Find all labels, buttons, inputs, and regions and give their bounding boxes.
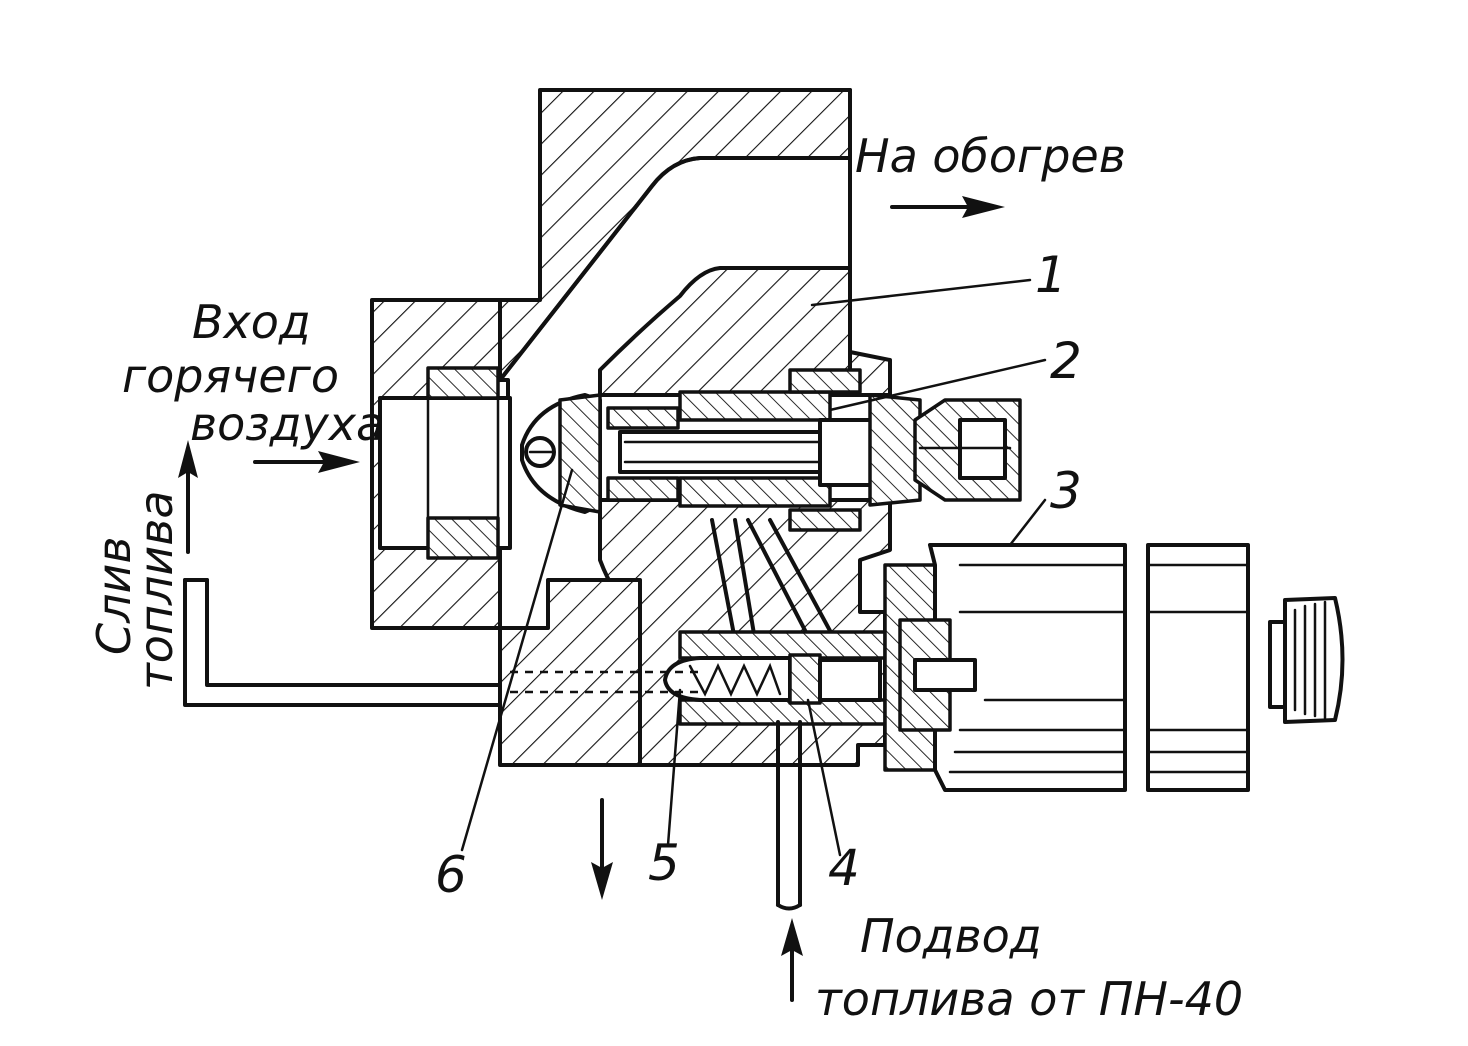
- valve-assembly: [606, 368, 1022, 532]
- label-fuel-drain-line1: Слив: [87, 536, 141, 655]
- flow-arrow-heating: [890, 196, 1005, 218]
- label-hot-air-line3: воздуха: [190, 397, 384, 451]
- callout-1: 1: [1035, 246, 1067, 304]
- label-hot-air-line1: Вход: [192, 295, 311, 349]
- spring-valve: [663, 630, 887, 726]
- flow-arrow-hot-air: [253, 451, 360, 473]
- label-fuel-supply-line1: Подвод: [860, 909, 1042, 963]
- callout-6: 6: [435, 846, 467, 904]
- drain-pipe: [183, 578, 700, 707]
- flow-arrow-drain: [178, 440, 198, 554]
- air-passage-outline: [498, 156, 852, 382]
- adjusting-unit: [883, 543, 1345, 792]
- label-fuel-drain-line2: топлива: [129, 490, 183, 690]
- label-heating-out: На обогрев: [855, 129, 1126, 183]
- thermo-cone-element: [520, 393, 602, 514]
- callout-4: 4: [828, 839, 860, 897]
- leader-lines: [460, 278, 1047, 857]
- label-fuel-supply-line2: топлива от ПН-40: [815, 972, 1243, 1026]
- label-hot-air-line2: горячего: [122, 349, 339, 403]
- flow-arrow-fuel-supply: [781, 918, 803, 1002]
- callout-5: 5: [648, 834, 680, 892]
- inlet-nut: [378, 366, 512, 560]
- callout-2: 2: [1050, 332, 1082, 390]
- fuel-channels: [710, 518, 837, 642]
- callout-3: 3: [1050, 462, 1082, 520]
- fuel-inlet-pipe: [776, 720, 802, 911]
- flow-arrow-down: [591, 798, 613, 900]
